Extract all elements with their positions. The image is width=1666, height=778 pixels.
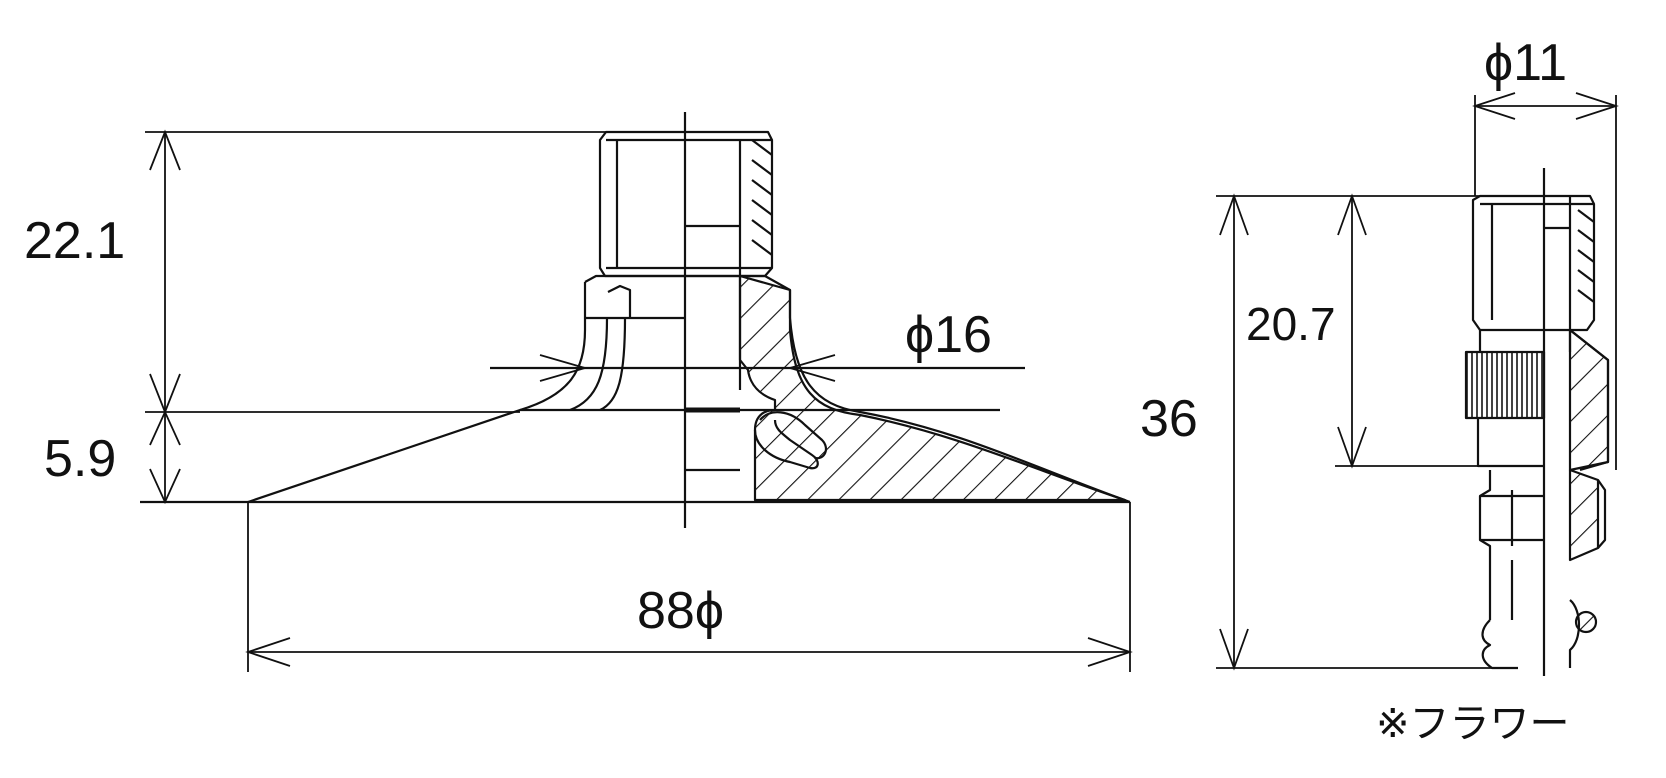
main-view (140, 112, 1131, 528)
side-knurl (1464, 350, 1546, 420)
dim-height-lower: 5.9 (44, 430, 116, 488)
main-neck-left (519, 329, 587, 412)
side-hatch-lower (1568, 468, 1600, 562)
dim-total-height: 36 (1140, 390, 1198, 448)
main-section-hatch (738, 274, 1127, 502)
side-view (1464, 168, 1610, 676)
dim-neck-diameter: ϕ16 (905, 306, 992, 364)
main-dimensions (145, 129, 1133, 672)
side-view-note: ※フラワー (1376, 702, 1570, 746)
dim-top-diameter: ϕ11 (1484, 34, 1567, 92)
main-fitting (598, 130, 774, 278)
dim-height-upper: 22.1 (24, 212, 125, 270)
side-dimensions (1216, 92, 1619, 671)
side-hatch (1568, 328, 1610, 472)
dim-pad-diameter: 88ϕ (637, 582, 724, 640)
dim-inner-height: 20.7 (1246, 298, 1336, 350)
